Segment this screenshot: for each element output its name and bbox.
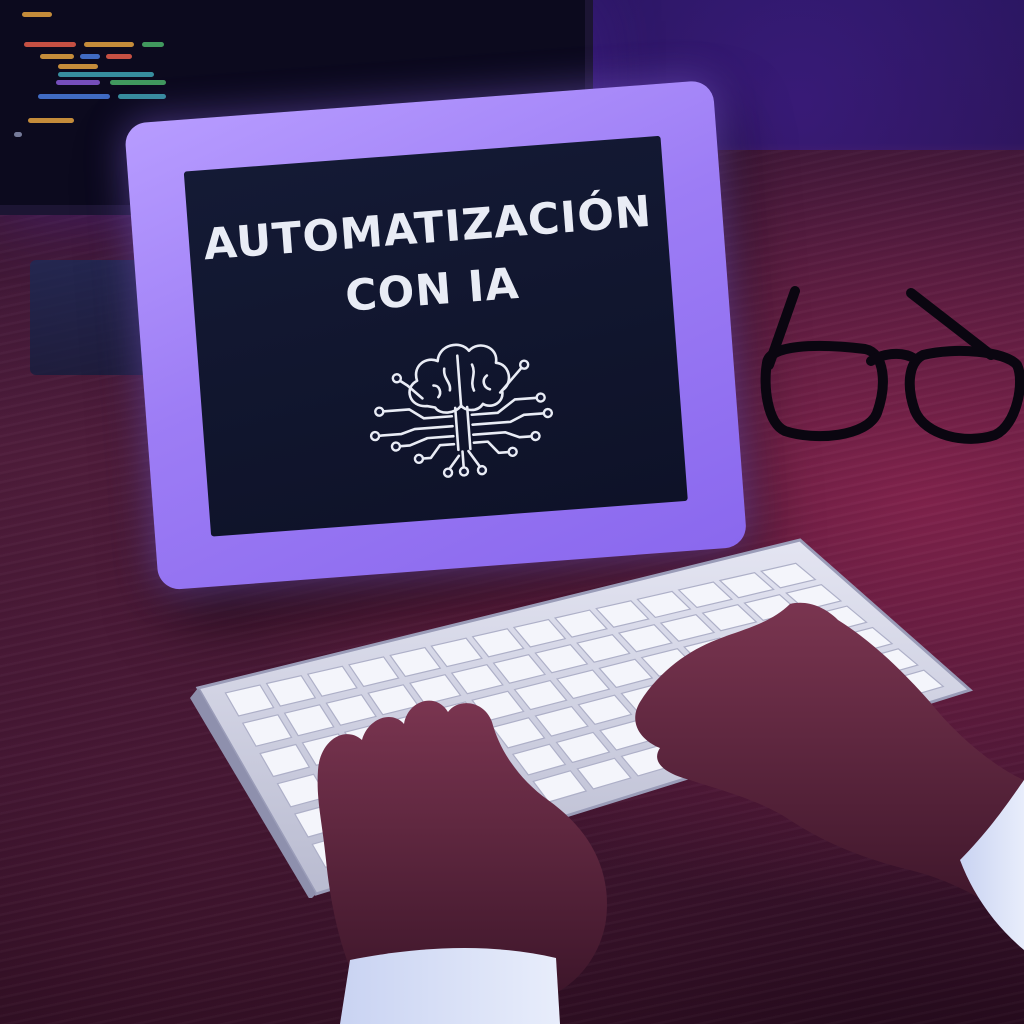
keyboard-key [241, 714, 293, 747]
code-line [118, 94, 166, 99]
code-line [106, 54, 132, 59]
keyboard-key [576, 634, 631, 663]
keyboard-key [512, 618, 567, 648]
code-line [110, 80, 166, 85]
code-line [58, 64, 98, 69]
eyeglasses-icon [760, 286, 1024, 444]
keyboard-key [553, 609, 609, 638]
code-line [80, 54, 100, 59]
keyboard-key [718, 572, 775, 599]
tablet-screen: AUTOMATIZACIÓN CON IA [183, 135, 688, 537]
keyboard-key [224, 684, 275, 717]
keyboard-key [389, 646, 442, 678]
keyboard-key [555, 669, 611, 700]
keyboard-key [471, 628, 525, 658]
code-line [142, 42, 164, 47]
wireless-keyboard [190, 538, 973, 898]
keyboard-key [430, 637, 483, 668]
keyboard-key [306, 665, 358, 697]
code-line [58, 72, 154, 77]
tablet: AUTOMATIZACIÓN CON IA [124, 79, 748, 591]
code-line [56, 80, 100, 85]
keyboard-key [259, 743, 311, 778]
headline: AUTOMATIZACIÓN CON IA [187, 180, 673, 339]
keyboard-key [759, 562, 817, 589]
keyboard-key [408, 674, 462, 705]
code-line [14, 132, 22, 137]
keyboard-key [265, 675, 317, 707]
code-line [24, 42, 76, 47]
keyboard-key [348, 656, 400, 688]
keyboard-key [492, 654, 547, 684]
keyboard-key [677, 581, 734, 609]
code-line [28, 118, 74, 123]
keyboard-key [450, 664, 504, 695]
code-line [38, 94, 110, 99]
keyboard-key [534, 644, 589, 674]
code-line [40, 54, 74, 59]
code-line [84, 42, 134, 47]
brain-circuit-icon [369, 343, 554, 478]
code-line [22, 12, 52, 17]
